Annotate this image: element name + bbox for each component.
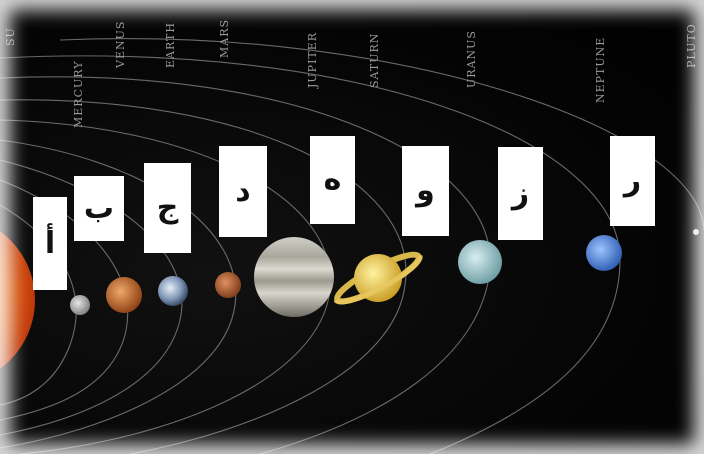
answer-card-d-letter: د — [235, 177, 250, 207]
label-saturn: SATURN — [368, 8, 392, 88]
planet-neptune — [586, 235, 622, 271]
label-sun: SU — [4, 6, 28, 46]
answer-card-b: ب — [74, 176, 124, 241]
planet-saturn — [333, 248, 424, 309]
answer-card-a: أ — [33, 197, 67, 290]
planet-venus — [106, 277, 142, 313]
planet-pluto — [693, 229, 699, 235]
answer-card-e-letter: ه — [324, 165, 342, 195]
planet-mars — [215, 272, 241, 298]
label-venus: VENUS — [114, 8, 138, 68]
answer-card-f: و — [402, 146, 449, 236]
planet-jupiter — [254, 237, 334, 317]
answer-card-a-letter: أ — [45, 229, 55, 259]
label-pluto: PLUTO — [685, 8, 704, 68]
planet-mercury — [70, 295, 90, 315]
label-neptune: NEPTUNE — [594, 8, 618, 103]
label-mars: MARS — [218, 8, 242, 58]
label-mercury: MERCURY — [72, 8, 96, 128]
answer-card-d: د — [219, 146, 267, 237]
answer-card-b-letter: ب — [84, 194, 114, 224]
answer-card-e: ه — [310, 136, 355, 224]
label-uranus: URANUS — [465, 8, 489, 88]
answer-card-h: ر — [610, 136, 655, 226]
label-earth: EARTH — [164, 8, 188, 68]
label-jupiter: JUPITER — [306, 8, 330, 88]
planet-earth — [158, 276, 188, 306]
sun — [0, 215, 35, 385]
planet-uranus — [458, 240, 502, 284]
answer-card-f-letter: و — [416, 176, 435, 206]
answer-card-c-letter: ج — [157, 193, 179, 223]
answer-card-g: ز — [498, 147, 543, 240]
answer-card-g-letter: ز — [512, 179, 529, 209]
answer-card-h-letter: ر — [624, 166, 641, 196]
answer-card-c: ج — [144, 163, 191, 253]
